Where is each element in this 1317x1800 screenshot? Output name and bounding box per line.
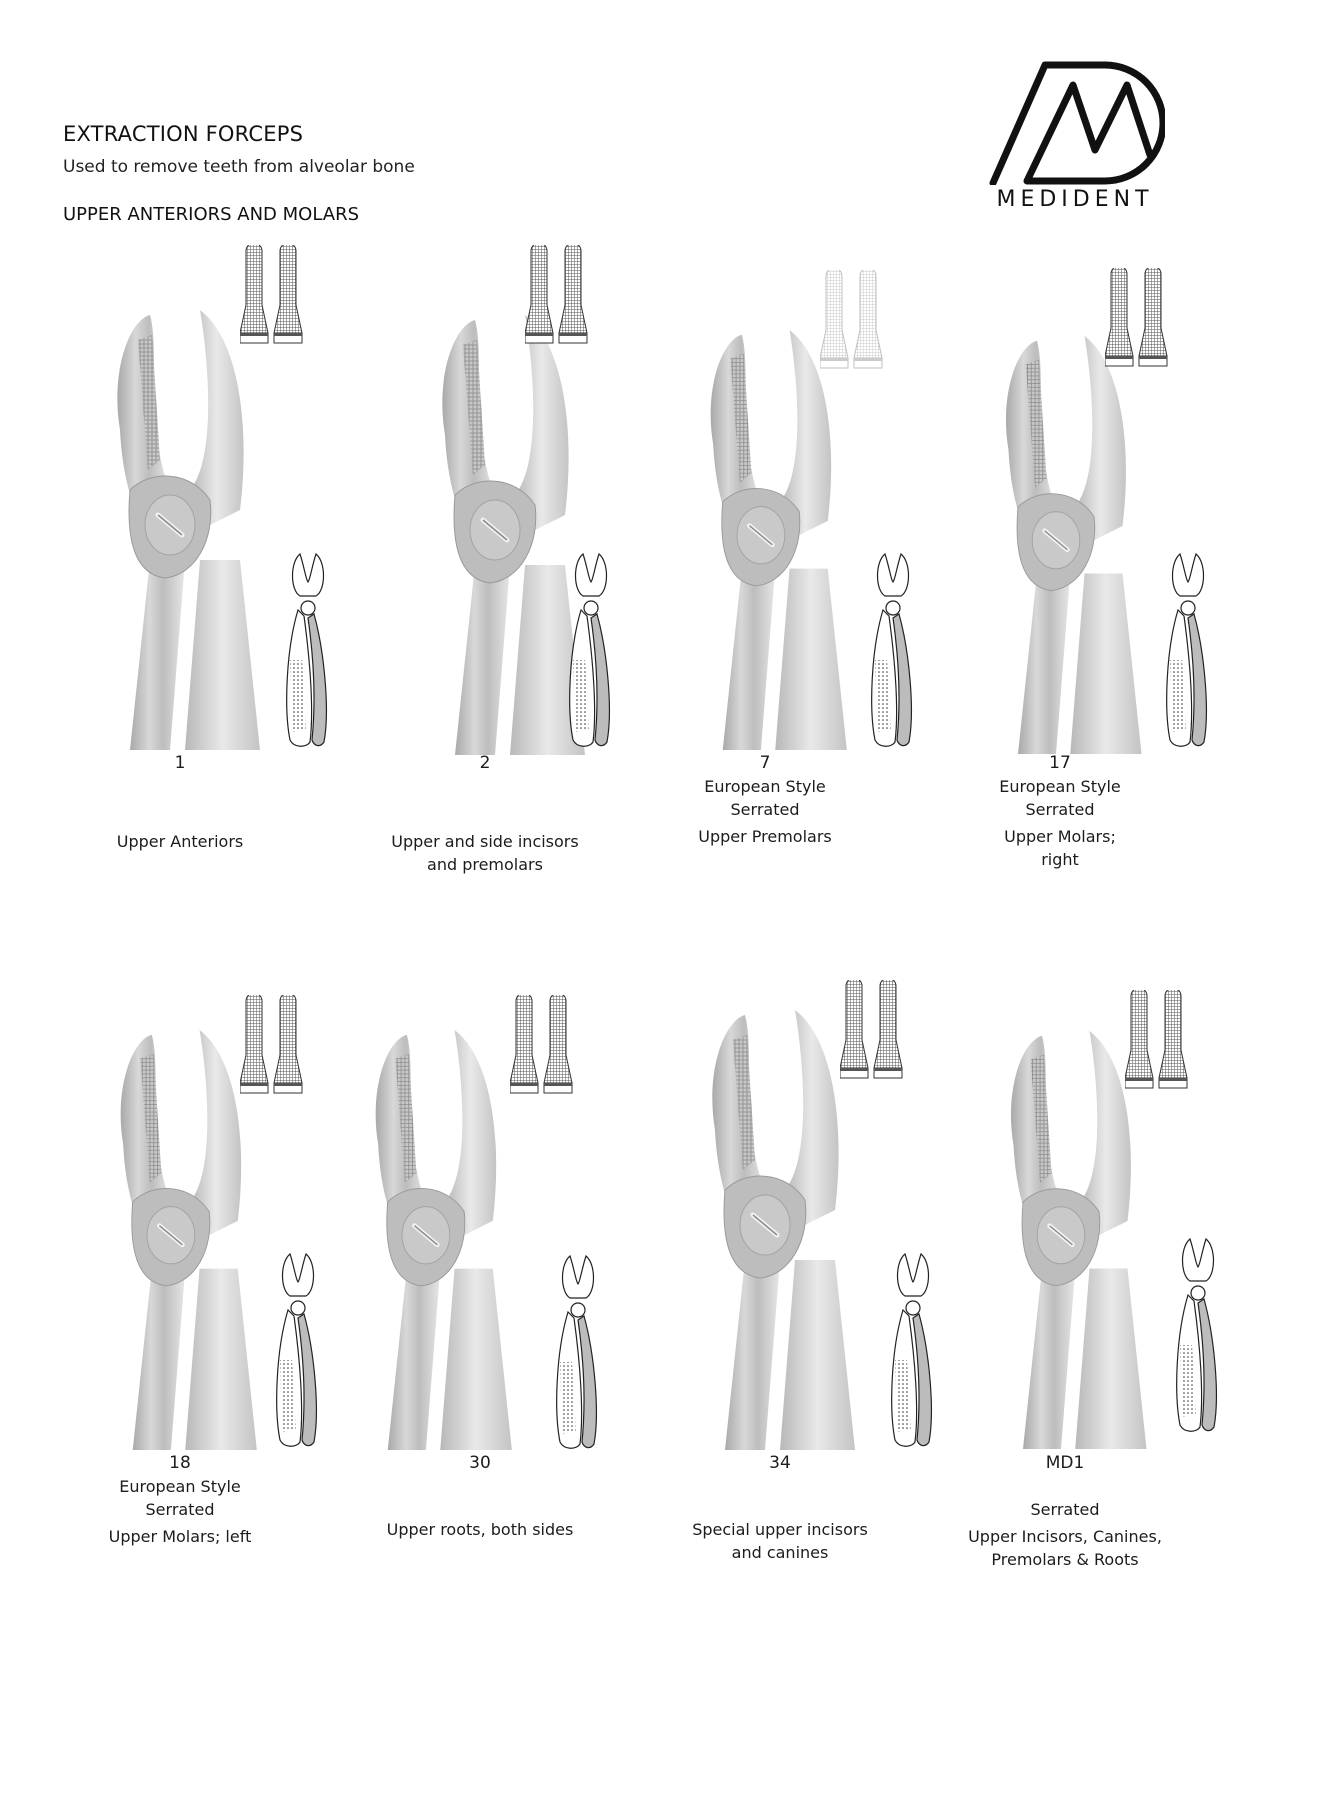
product-caption: 17 European Style Serrated Upper Molars;… [970, 752, 1150, 871]
forceps-sketch-icon [1160, 550, 1216, 750]
product-number: 1 [174, 753, 186, 773]
straight-serrated-tips-icon [525, 245, 605, 345]
product-number: 30 [469, 1453, 491, 1473]
product-number: 18 [169, 1453, 191, 1473]
product-description: Upper Molars; left [108, 1527, 252, 1546]
product-caption: MD1 Serrated Upper Incisors, Canines, Pr… [950, 1452, 1180, 1571]
product-description: Special upper incisors and canines [692, 1520, 868, 1562]
product-card-17: 17 European Style Serrated Upper Molars;… [970, 240, 1300, 880]
section-heading: UPPER ANTERIORS AND MOLARS [63, 204, 360, 225]
product-caption: 18 European Style Serrated Upper Molars;… [90, 1452, 270, 1548]
forceps-sketch-icon [270, 1250, 326, 1450]
product-style: European Style [704, 777, 826, 796]
product-number: 7 [759, 753, 771, 773]
product-card-2: 2 Upper and side incisors and premolars [385, 240, 715, 880]
product-description: Upper roots, both sides [386, 1520, 574, 1539]
product-description: Upper Molars; right [1004, 827, 1116, 869]
forceps-photo [980, 335, 1170, 755]
root-tips-icon [510, 995, 590, 1095]
product-card-md1: MD1 Serrated Upper Incisors, Canines, Pr… [960, 975, 1290, 1595]
product-number: MD1 [1045, 1453, 1085, 1473]
medident-logo: MEDIDENT [985, 55, 1167, 215]
product-caption: 7 European Style Serrated Upper Premolar… [675, 752, 855, 848]
forceps-photo [90, 310, 290, 750]
angled-tips-icon [820, 270, 900, 370]
forceps-sketch-icon [885, 1250, 941, 1450]
product-style: European Style [999, 777, 1121, 796]
product-card-18: 18 European Style Serrated Upper Molars;… [60, 990, 390, 1590]
narrow-angled-tips-icon [1125, 990, 1205, 1090]
spacer [950, 1475, 1180, 1498]
product-description: Upper Incisors, Canines, Premolars & Roo… [968, 1527, 1162, 1569]
page-subtitle: Used to remove teeth from alveolar bone [63, 157, 415, 177]
page-title: EXTRACTION FORCEPS [63, 122, 304, 146]
product-number: 17 [1049, 753, 1071, 773]
product-card-30: 30 Upper roots, both sides [340, 990, 670, 1590]
product-jaw: Serrated [1030, 1500, 1100, 1519]
forceps-photo [985, 1030, 1175, 1450]
forceps-sketch-icon [280, 550, 336, 750]
product-card-1: 1 Upper Anteriors [60, 240, 390, 880]
forceps-sketch-icon [563, 550, 619, 750]
product-card-34: 34 Special upper incisors and canines [680, 975, 1010, 1595]
product-jaw: Serrated [145, 1500, 215, 1519]
product-jaw: Serrated [730, 800, 800, 819]
md-monogram-icon [989, 61, 1167, 187]
molar-right-tips-icon [1105, 268, 1185, 368]
product-card-7: 7 European Style Serrated Upper Premolar… [675, 240, 1005, 880]
product-number: 34 [769, 1453, 791, 1473]
forceps-sketch-icon [865, 550, 921, 750]
product-style: European Style [119, 1477, 241, 1496]
molar-left-tips-icon [240, 995, 320, 1095]
narrow-straight-tips-icon [840, 980, 920, 1080]
product-jaw: Serrated [1025, 800, 1095, 819]
forceps-photo [680, 330, 880, 750]
product-description: Upper Premolars [698, 827, 832, 846]
forceps-sketch-icon [1170, 1235, 1226, 1435]
brand-name: MEDIDENT [996, 187, 1154, 212]
straight-serrated-tips-icon [240, 245, 320, 345]
forceps-sketch-icon [550, 1252, 606, 1452]
product-description: Upper Anteriors [116, 832, 244, 851]
product-description: Upper and side incisors and premolars [391, 832, 579, 874]
product-number: 2 [479, 753, 491, 773]
